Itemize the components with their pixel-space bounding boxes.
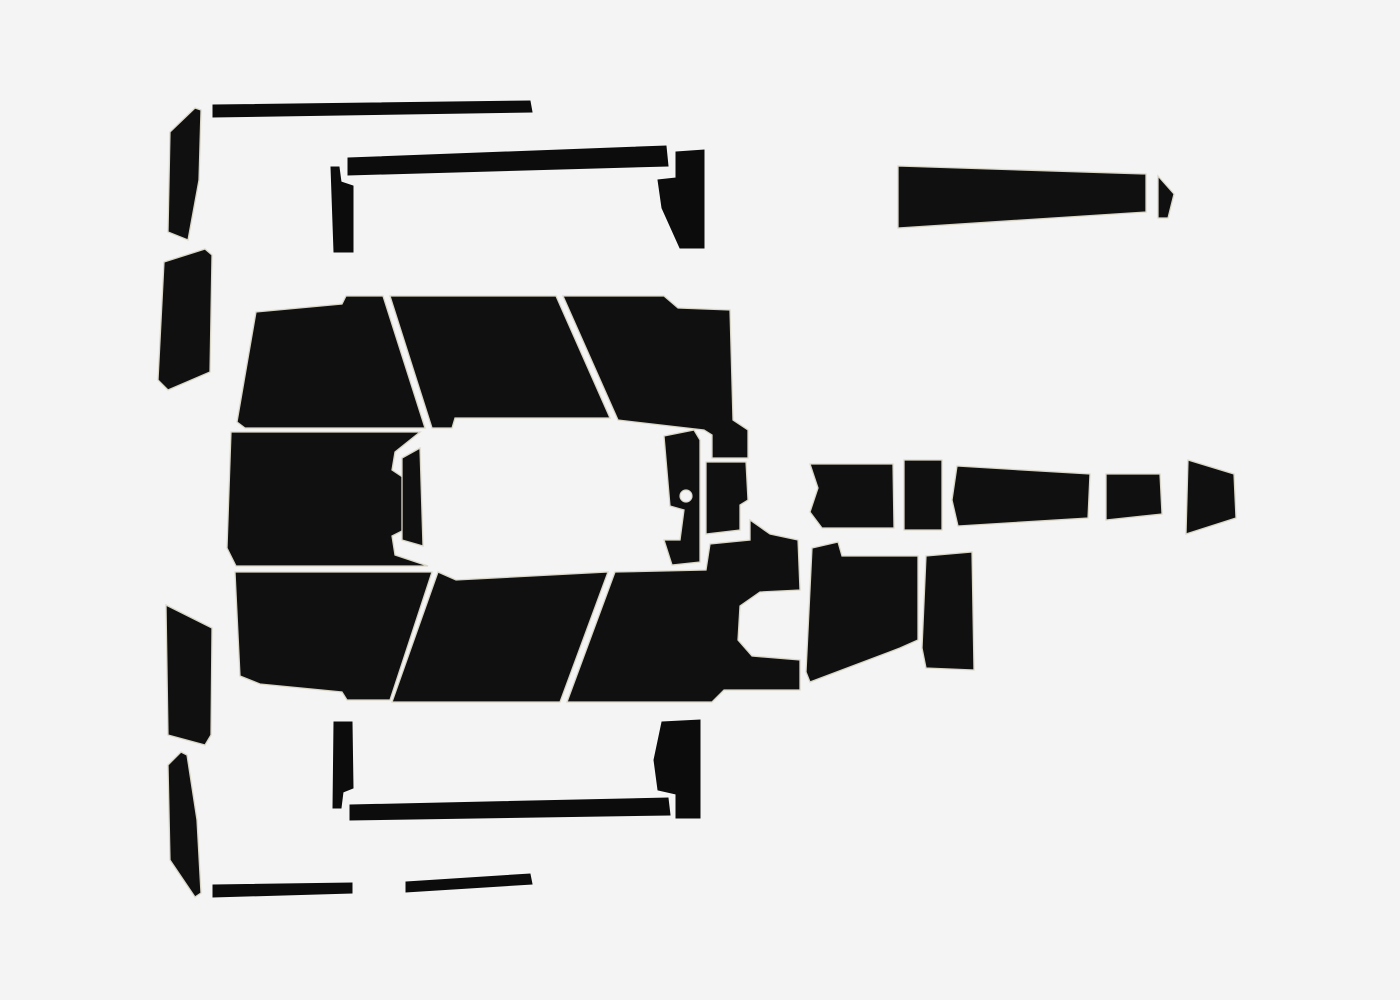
lower-deck-center-panel [391,571,609,703]
step-pad-3 [951,465,1091,527]
left-lower-side-pad [165,603,213,746]
top-right-corner [657,149,705,249]
step-pad-5 [1185,459,1237,535]
mid-deck-right-small-pad [705,461,749,535]
bottom-right-corner [653,719,701,819]
mid-left-cutout-trim [401,446,424,547]
top-long-trim [212,100,533,118]
upper-deck-left-panel [236,295,426,429]
step-pad-4 [1105,473,1163,521]
lower-deck-left-panel [234,571,433,701]
bottom-rail-trim [349,797,671,821]
upper-deck-right-panel [562,295,749,459]
top-rail-trim [347,145,669,176]
bottom-long-trim-left [212,882,353,898]
top-left-post [330,166,354,253]
insert-hole [679,489,693,503]
top-right-tip-pad [1157,174,1175,219]
left-bottom-side-pad [167,751,202,898]
platform-side-pad [921,551,975,671]
left-upper-side-pad [157,248,213,391]
mid-deck-left-panel [226,431,429,567]
top-right-long-strip [897,165,1147,229]
step-pad-1 [809,463,895,529]
lower-deck-right-panel [566,518,801,703]
upper-deck-center-panel [389,295,611,429]
bottom-long-trim-right [405,873,533,893]
bottom-left-post [332,721,354,809]
platform-center-pad [805,541,919,683]
step-pad-2 [903,459,943,531]
left-top-side-pad [167,107,202,241]
